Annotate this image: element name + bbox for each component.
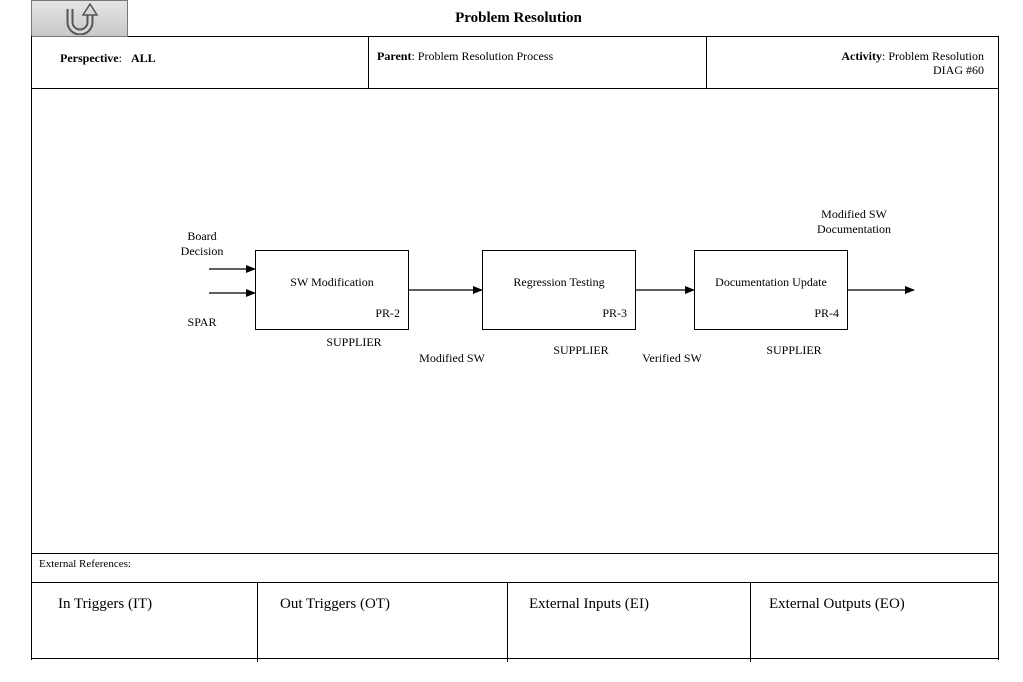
external-references-title: External References:	[39, 558, 131, 570]
col-sep-2	[507, 582, 508, 662]
role-label-supplier: SUPPLIER	[766, 343, 822, 357]
activity-value: Problem Resolution	[888, 49, 984, 63]
page-title: Problem Resolution	[455, 10, 582, 26]
header-sep-2	[706, 36, 707, 88]
col-header-external-inputs: External Inputs (EI)	[529, 596, 649, 612]
back-button[interactable]	[31, 0, 128, 37]
col-sep-3	[750, 582, 751, 662]
activity-name: Documentation Update	[715, 275, 827, 289]
activity-code: PR-2	[375, 306, 400, 320]
input-label-board-decision: Board Decision	[180, 229, 224, 258]
activity-box-sw-modification[interactable]: SW Modification PR-2	[255, 250, 409, 330]
col-header-external-outputs: External Outputs (EO)	[769, 596, 905, 612]
diagram-id: DIAG #60	[933, 63, 984, 77]
frame-right-line	[998, 36, 999, 660]
header-divider	[31, 88, 999, 89]
header-sep-1	[368, 36, 369, 88]
perspective-value: ALL	[130, 51, 156, 65]
col-header-out-triggers: Out Triggers (OT)	[280, 596, 391, 612]
activity-box-documentation-update[interactable]: Documentation Update PR-4	[694, 250, 848, 330]
flow-label-modified-sw: Modified SW	[419, 351, 485, 365]
col-sep-1	[257, 582, 258, 662]
flow-label-verified-sw: Verified SW	[642, 351, 702, 365]
output-label-modified-sw-documentation: Modified SW Documentation	[817, 207, 891, 236]
activity-name: Regression Testing	[513, 275, 605, 289]
parent-field: Parent: Problem Resolution Process	[377, 49, 554, 63]
perspective-field: Perspective: ALL	[60, 51, 156, 65]
activity-name: SW Modification	[290, 275, 374, 289]
frame-top-line	[128, 36, 999, 37]
u-turn-up-icon	[66, 3, 98, 35]
frame-left-line	[31, 36, 32, 660]
frame-bottom-line	[31, 658, 999, 659]
diagram-bottom-line	[31, 553, 999, 554]
activity-box-regression-testing[interactable]: Regression Testing PR-3	[482, 250, 636, 330]
activity-code: PR-3	[602, 306, 627, 320]
input-label-spar: SPAR	[187, 315, 217, 329]
role-label-supplier: SUPPLIER	[553, 343, 609, 357]
col-header-in-triggers: In Triggers (IT)	[58, 596, 153, 612]
ext-ref-divider	[31, 582, 999, 583]
activity-code: PR-4	[814, 306, 839, 320]
parent-value: Problem Resolution Process	[417, 49, 554, 63]
activity-field: Activity: Problem Resolution DIAG #60	[841, 49, 984, 77]
role-label-supplier: SUPPLIER	[326, 335, 382, 349]
